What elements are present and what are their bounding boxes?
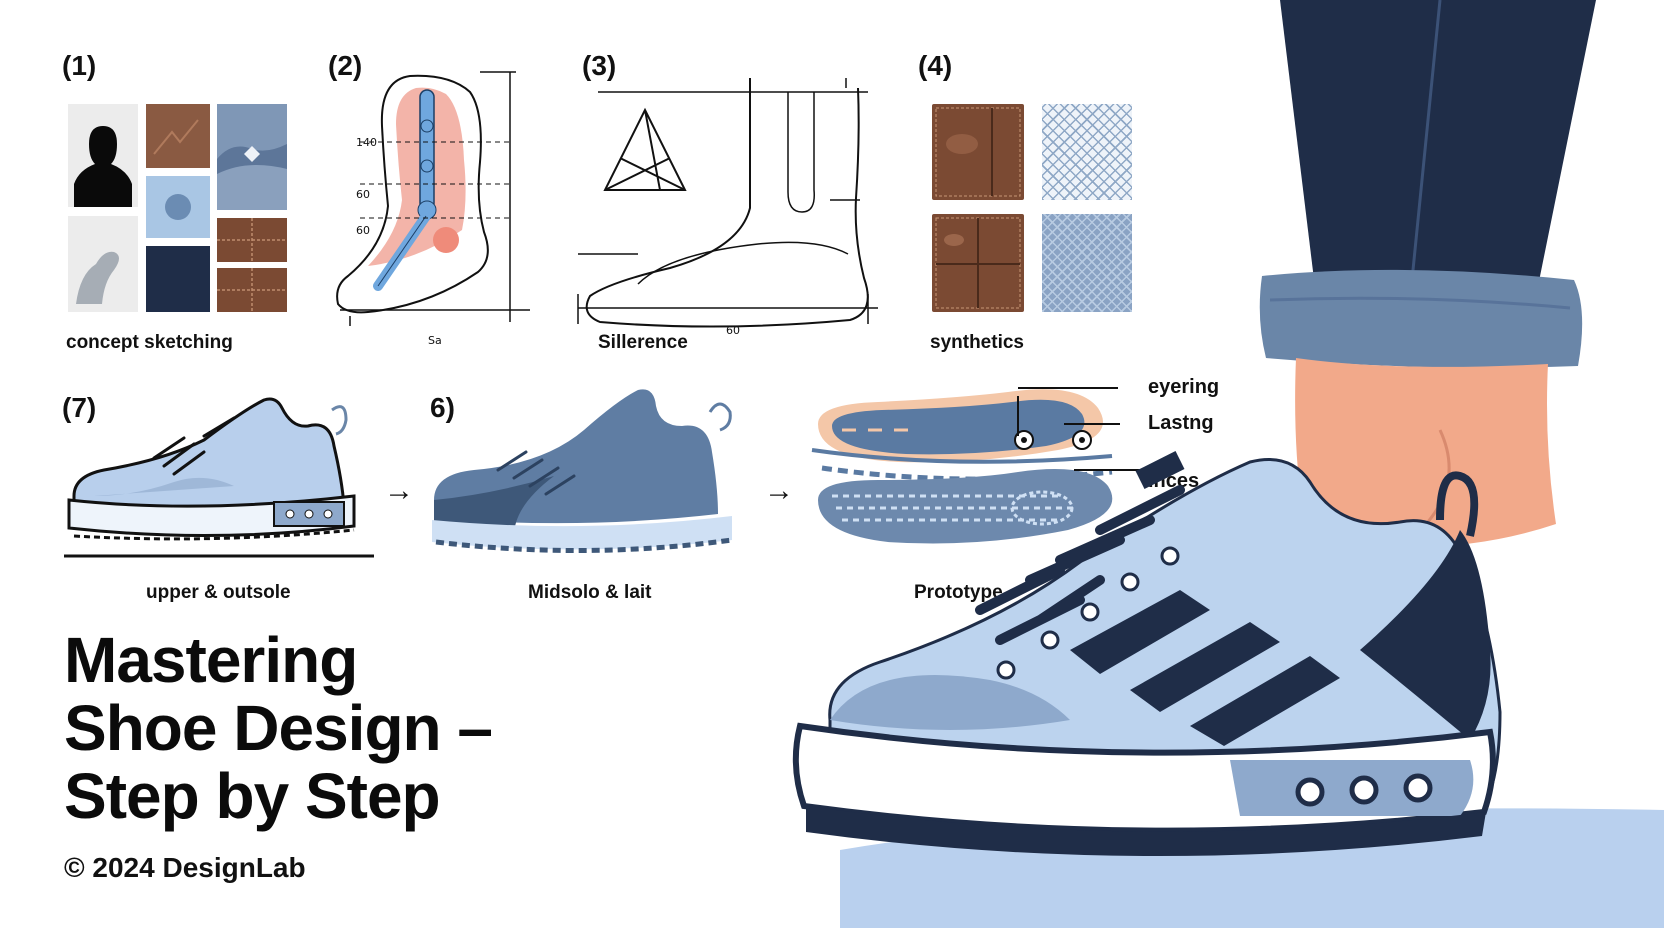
step-4-caption: synthetics	[930, 332, 1024, 353]
hero-sneaker-illustration	[792, 0, 1664, 928]
step-6-caption: Midsolo & lait	[528, 582, 652, 603]
step-2-mark-1: 140	[356, 136, 377, 149]
title-line-2: Shoe Design –	[64, 692, 493, 764]
sketch-tile-silhouette	[68, 104, 138, 207]
arrow-1: →	[384, 474, 414, 507]
step-3-mark: 60	[726, 324, 740, 337]
step-2-mark-3: 60	[356, 224, 370, 237]
sole-layers-exploded	[811, 387, 1144, 544]
sneaker-midsole	[432, 389, 733, 553]
step-2-mark-2: 60	[356, 188, 370, 201]
arrow-2: →	[764, 474, 794, 507]
triangle-icon	[603, 107, 687, 191]
silhouette-icon	[74, 126, 132, 207]
foot-anatomy-drawing	[336, 71, 530, 326]
sketch-tile-leather-panels	[217, 218, 287, 262]
material-leather-swatch	[932, 104, 1024, 200]
step-7-number: (7)	[62, 392, 97, 423]
prototype-caption: Prototype	[914, 582, 1003, 603]
page-title: Mastering Shoe Design – Step by Step	[64, 624, 493, 832]
step-4-number: (4)	[918, 50, 953, 81]
prototype-label-lasting: Lastng	[1148, 412, 1214, 434]
title-line-1: Mastering	[64, 624, 358, 696]
sketch-tile-abstract	[217, 104, 287, 210]
material-mesh-swatch	[1042, 104, 1132, 200]
last-outline-drawing	[577, 78, 878, 328]
sketch-tile-leather-2	[217, 268, 287, 312]
sneaker-upper-outsole	[64, 397, 374, 558]
step-2-number: (2)	[328, 50, 363, 81]
sketch-tile-leather	[146, 104, 210, 168]
sketch-tile-form	[68, 216, 138, 312]
material-leather-swatch-2	[932, 214, 1024, 312]
step-3-number: (3)	[582, 50, 617, 81]
step-6-number: 6)	[430, 392, 455, 423]
step-7-caption: upper & outsole	[146, 582, 291, 603]
step-2-caption: Sa	[428, 334, 442, 347]
sketch-tile-navy	[146, 246, 210, 312]
material-synthetic-swatch	[1042, 214, 1132, 312]
step-1-caption: concept sketching	[66, 332, 233, 353]
title-line-3: Step by Step	[64, 760, 441, 832]
prototype-label-eyering: eyering	[1148, 376, 1220, 398]
step-3-caption: Sillerence	[598, 332, 688, 353]
copyright-footer: © 2024 DesignLab	[64, 852, 306, 883]
step-1-number: (1)	[62, 50, 97, 81]
sketch-tile-circle	[146, 176, 210, 238]
